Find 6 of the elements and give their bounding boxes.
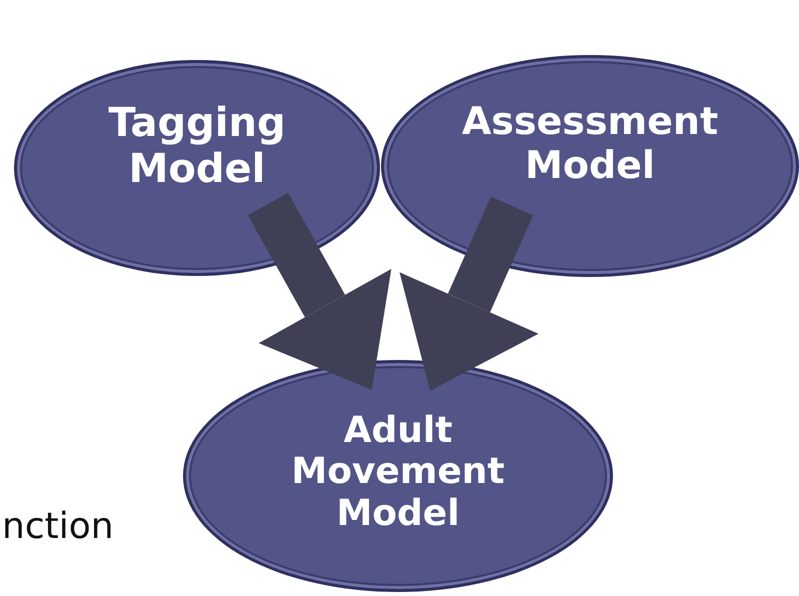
- model-name: Assessment Model: [460, 100, 720, 188]
- thick-arrow: [248, 192, 392, 390]
- model-name: Adult Movement Model: [290, 410, 506, 534]
- partial-text: nction: [2, 506, 114, 547]
- model-name: Tagging Model: [107, 100, 287, 192]
- thick-arrow: [400, 196, 538, 391]
